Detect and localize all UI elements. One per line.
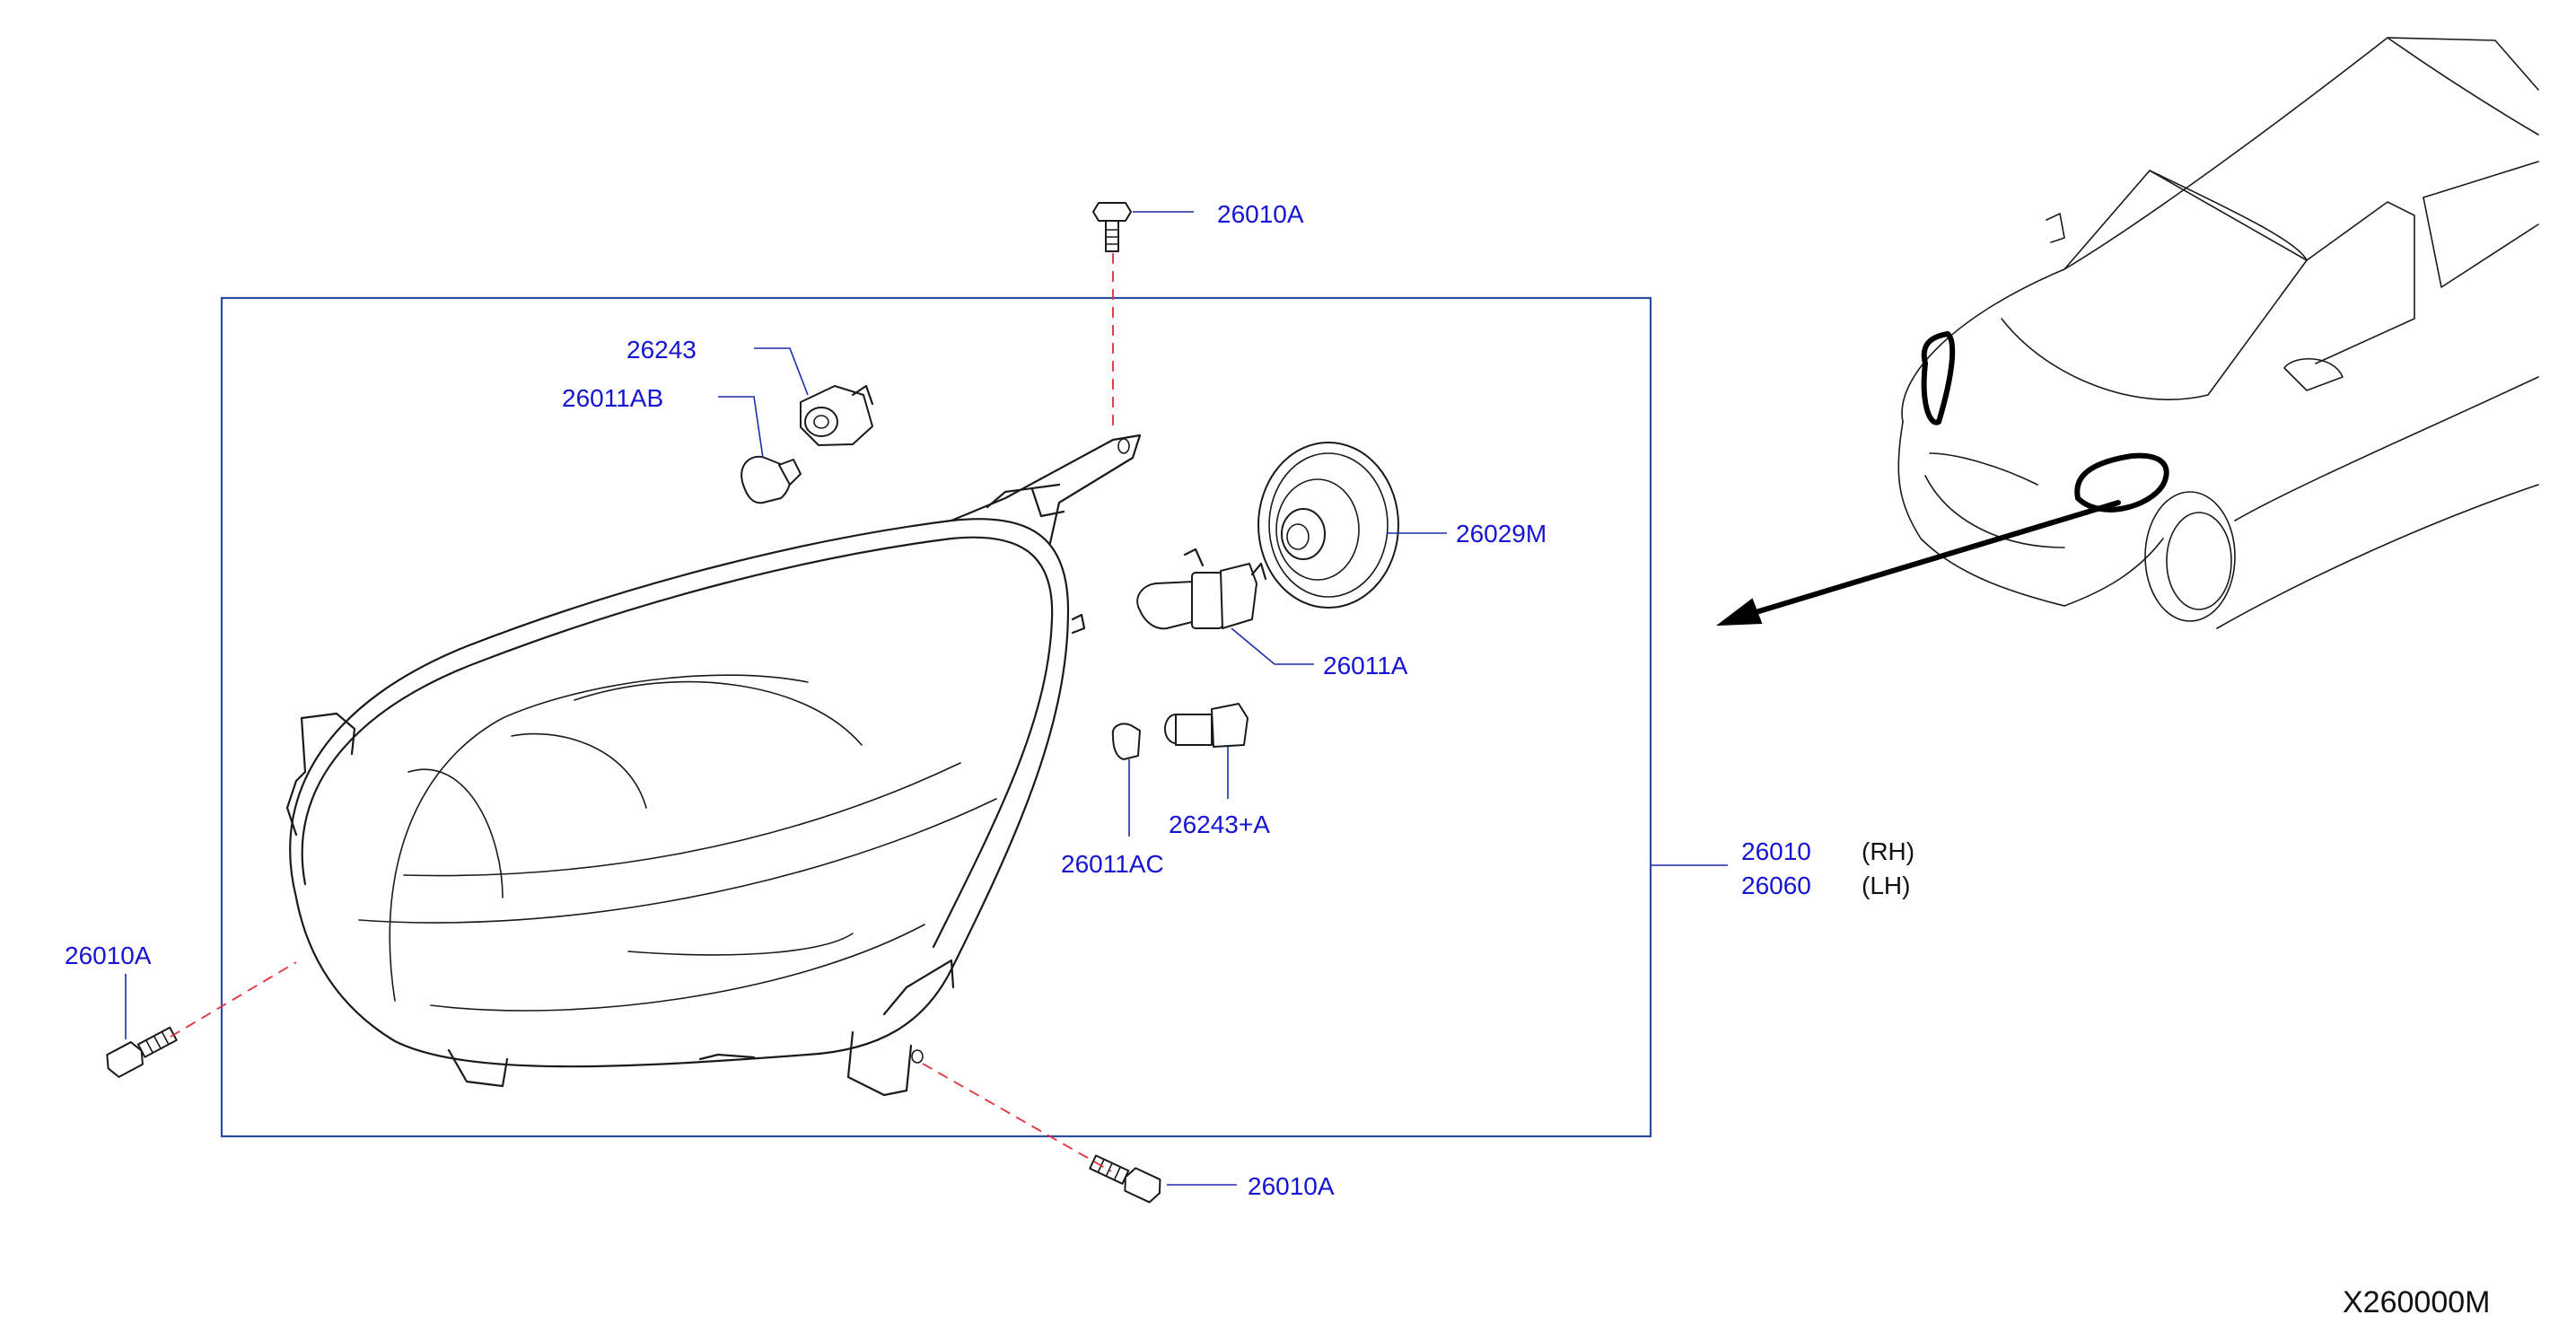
callout-small-bulb[interactable]: 26011AB bbox=[562, 384, 663, 412]
side-rh-label: (RH) bbox=[1862, 837, 1914, 865]
callout-dust-cover[interactable]: 26029M bbox=[1456, 520, 1546, 548]
callout-assembly-rh[interactable]: 26010 bbox=[1741, 837, 1811, 865]
callout-bolt-bottom[interactable]: 26010A bbox=[1248, 1172, 1335, 1200]
socket-icon bbox=[800, 384, 874, 446]
main-bulb-icon bbox=[1136, 548, 1267, 630]
assembly-frame bbox=[220, 296, 1652, 1138]
callout-assembly-lh[interactable]: 26060 bbox=[1741, 872, 1811, 899]
bolt-left-icon bbox=[106, 1026, 178, 1078]
small-bulb-icon bbox=[740, 455, 802, 504]
dash-left bbox=[170, 961, 297, 1038]
bolt-bottom-icon bbox=[1089, 1154, 1161, 1204]
callout-main-bulb[interactable]: 26011A bbox=[1323, 652, 1408, 679]
wedge-bulb-icon bbox=[1111, 723, 1141, 760]
callout-bolt-left[interactable]: 26010A bbox=[65, 942, 152, 969]
side-socket-icon bbox=[1164, 703, 1249, 748]
dash-bottom bbox=[922, 1063, 1112, 1172]
locator-arrow-icon bbox=[1715, 598, 1763, 627]
diagram-code: X260000M bbox=[2343, 1285, 2490, 1319]
callout-wedge-bulb[interactable]: 26011AC bbox=[1061, 850, 1164, 878]
callout-side-socket[interactable]: 26243+A bbox=[1169, 811, 1270, 838]
callout-bolt-top[interactable]: 26010A bbox=[1217, 200, 1304, 228]
side-lh-label: (LH) bbox=[1862, 872, 1910, 899]
vehicle-locator-icon bbox=[1715, 37, 2539, 629]
callout-socket[interactable]: 26243 bbox=[626, 336, 697, 364]
bolt-top-icon bbox=[1092, 202, 1132, 252]
headlamp-assembly bbox=[285, 434, 1142, 1097]
dust-cover-icon bbox=[1257, 442, 1399, 609]
